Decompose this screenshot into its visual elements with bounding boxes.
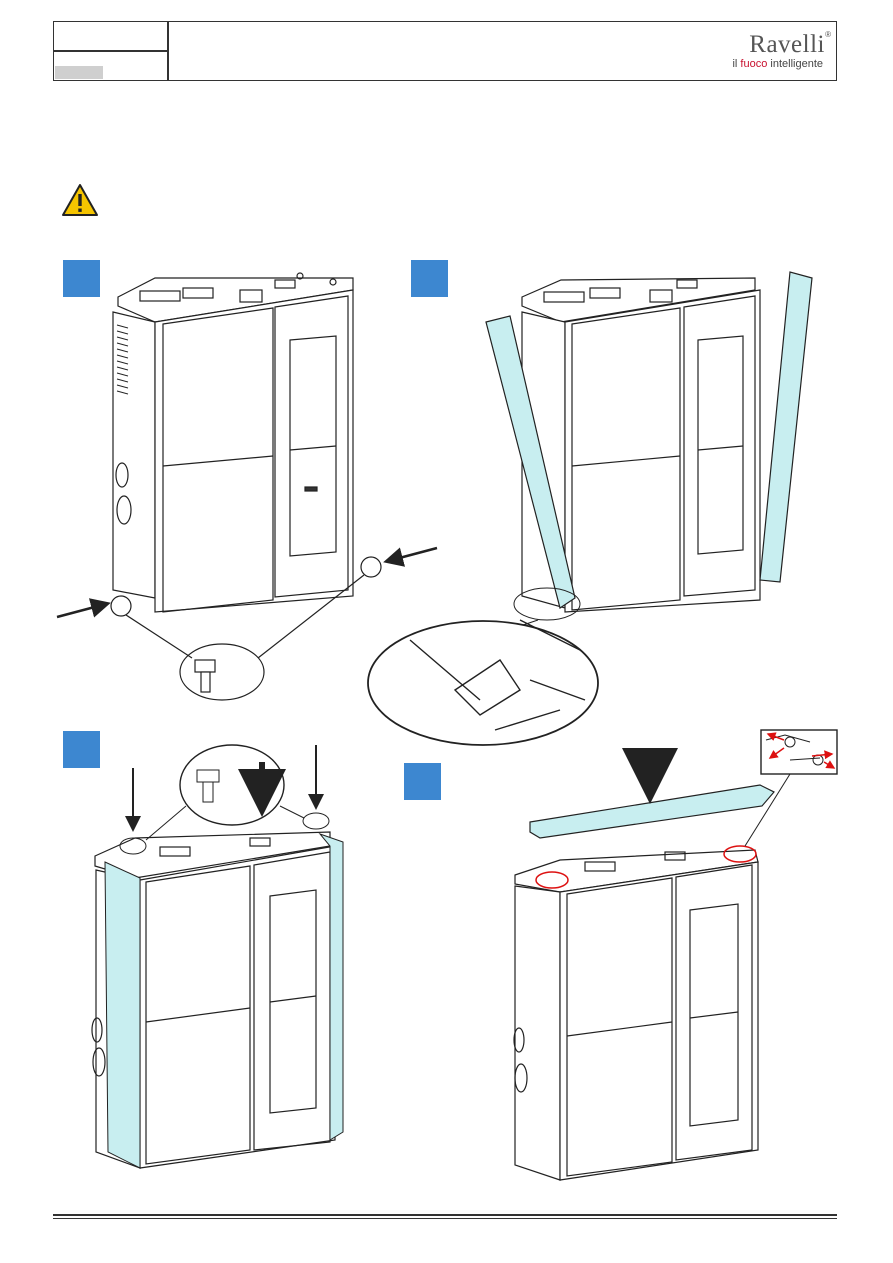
tagline-highlight: fuoco (740, 58, 767, 70)
header-left-divider (53, 50, 167, 52)
step-3-stove (92, 832, 335, 1168)
footer-rule-thin (53, 1218, 837, 1219)
step-1-stove (111, 273, 381, 700)
left-side-panel (486, 316, 575, 608)
step-2-marker (411, 260, 448, 297)
step-4-stove (514, 850, 758, 1180)
step-2-stove (522, 278, 760, 612)
step-3-marker (63, 731, 100, 768)
brand-logo: Ravelli (749, 31, 825, 59)
step-1-marker (63, 260, 100, 297)
brand-tagline: il fuoco intelligente (732, 58, 823, 70)
right-side-panel (760, 272, 812, 582)
header-grey-field (55, 66, 103, 79)
step-4-marker (404, 763, 441, 800)
header-divider (167, 21, 169, 81)
detail-zoom-circle (368, 620, 598, 745)
top-panel (530, 785, 774, 838)
detail-inset (761, 730, 837, 774)
brand-registered-mark: ® (825, 30, 831, 39)
tagline-post: intelligente (767, 58, 823, 70)
header-frame (53, 21, 837, 81)
footer-rule (53, 1214, 837, 1216)
